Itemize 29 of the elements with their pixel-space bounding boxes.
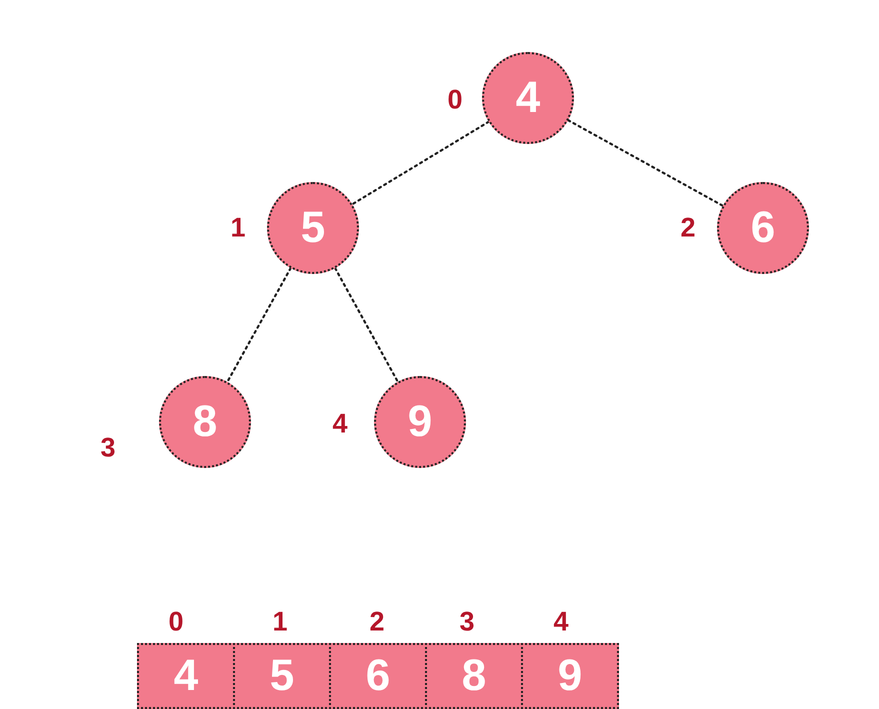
node-value: 8 <box>192 400 218 444</box>
array-cell <box>329 643 427 709</box>
index-label: 3 <box>459 608 475 636</box>
tree-edge <box>334 267 399 383</box>
array-cell <box>137 643 235 709</box>
tree-edge <box>567 119 724 207</box>
index-label: 0 <box>168 608 184 636</box>
index-label: 0 <box>447 86 463 114</box>
index-label: 1 <box>272 608 288 636</box>
tree-edge <box>351 120 490 206</box>
index-label: 3 <box>100 434 116 462</box>
index-label: 1 <box>230 214 246 242</box>
index-label: 4 <box>332 410 348 438</box>
node-value: 4 <box>174 654 198 698</box>
node-value: 9 <box>408 400 432 444</box>
node-value: 4 <box>516 76 540 120</box>
node-value: 9 <box>558 654 582 698</box>
node-value: 6 <box>750 206 776 250</box>
index-label: 4 <box>553 608 569 636</box>
index-label: 2 <box>369 608 385 636</box>
index-label: 2 <box>680 214 696 242</box>
tree-edge <box>226 267 292 383</box>
node-value: 5 <box>300 206 326 250</box>
node-value: 6 <box>366 654 390 698</box>
array-cell <box>233 643 331 709</box>
array-cell <box>521 643 619 709</box>
node-value: 5 <box>270 654 294 698</box>
array-cell <box>425 643 523 709</box>
node-value: 8 <box>462 654 486 698</box>
